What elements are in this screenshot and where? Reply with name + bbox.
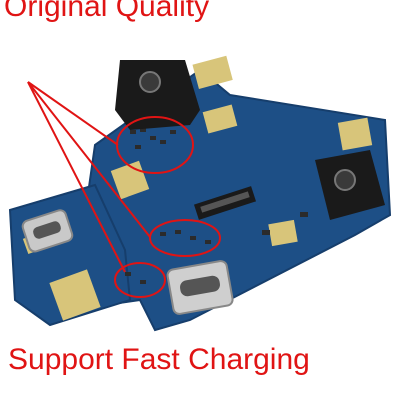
headphone-jack-icon <box>115 60 200 130</box>
board-connector-icon <box>193 186 257 220</box>
top-caption: Original Quality <box>4 0 210 23</box>
usb-c-port-icon <box>166 260 234 315</box>
bottom-caption: Support Fast Charging <box>8 343 310 376</box>
usb-c-port-icon <box>21 209 74 253</box>
highlight-rings <box>27 81 221 298</box>
headphone-jack-icon <box>315 150 385 220</box>
